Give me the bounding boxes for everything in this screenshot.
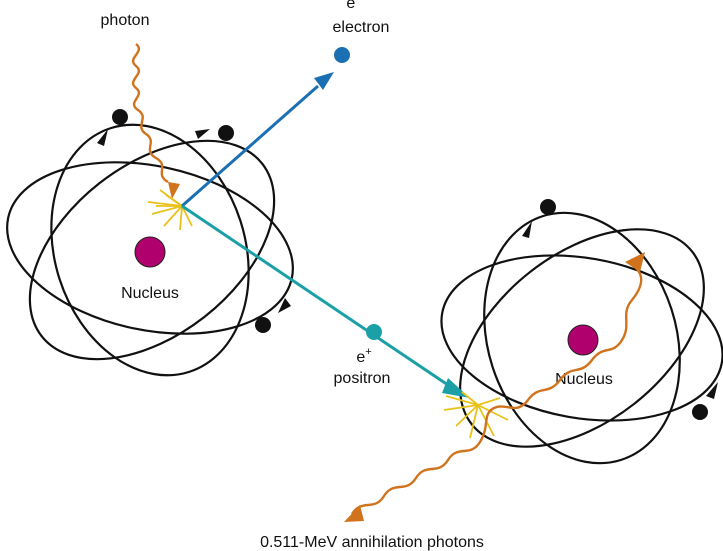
- photon-arrowhead: [625, 252, 645, 272]
- positron-symbol: e+: [356, 346, 371, 366]
- photon-arrowhead: [168, 182, 180, 199]
- electron-charge: −: [355, 0, 361, 6]
- orbit-arrowhead: [278, 298, 291, 313]
- nucleus: [134, 236, 166, 268]
- electron-dot: [255, 317, 271, 333]
- orbit: [459, 228, 705, 448]
- nucleus: [567, 324, 599, 356]
- incoming-photon: [131, 43, 180, 199]
- orbit-arrowhead: [195, 129, 210, 139]
- right-atom: Nucleus: [440, 199, 723, 465]
- positron-path: [181, 204, 470, 398]
- electron-dot: [112, 109, 128, 125]
- orbit-arrowhead: [706, 382, 718, 399]
- left-atom: Nucleus: [6, 109, 294, 377]
- orbit: [28, 139, 276, 361]
- wavy-double-arrow-icon: [350, 267, 643, 515]
- orbit-arrowhead: [97, 129, 108, 146]
- electron-symbol: e−: [346, 0, 361, 12]
- nucleus-label: Nucleus: [555, 371, 613, 388]
- electron-arrowhead: [314, 72, 334, 90]
- wavy-arrow-icon: [131, 43, 169, 184]
- annihilation-label: 0.511-MeV annihilation photons: [260, 534, 484, 551]
- orbit-arrowhead: [522, 221, 532, 238]
- annihilation-photons: [344, 252, 645, 522]
- electron-label: electron: [333, 19, 390, 36]
- starburst-icon: [443, 391, 509, 439]
- positron-particle: [366, 324, 382, 340]
- orbit: [483, 211, 681, 465]
- positron-charge: +: [365, 346, 371, 358]
- electron-particle: [334, 47, 350, 63]
- orbit: [440, 254, 723, 422]
- orbit: [50, 123, 250, 377]
- photon-label: photon: [101, 12, 150, 29]
- electron-dot: [540, 199, 556, 215]
- nucleus-label: Nucleus: [121, 285, 179, 302]
- positron-label: positron: [334, 370, 391, 387]
- photon-arrowhead: [344, 505, 364, 522]
- starburst-icon: [147, 189, 193, 231]
- electron-path: [181, 47, 350, 208]
- electron-dot: [218, 125, 234, 141]
- electron-dot: [692, 404, 708, 420]
